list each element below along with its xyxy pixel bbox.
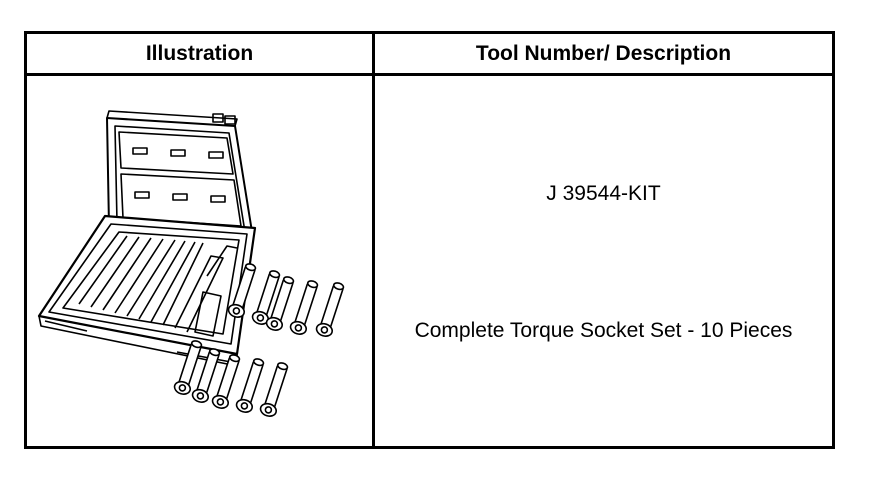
column-divider — [372, 34, 375, 446]
description-cell: J 39544-KIT Complete Torque Socket Set -… — [375, 76, 832, 446]
header-illustration: Illustration — [145, 41, 254, 65]
torque-socket-set-case-icon — [37, 110, 345, 417]
header-tool-number-description: Tool Number/ Description — [475, 41, 732, 65]
tool-number: J 39544-KIT — [546, 182, 661, 205]
tool-table: Illustration Tool Number/ Description — [24, 31, 835, 449]
tool-description: Complete Torque Socket Set - 10 Pieces — [414, 319, 793, 342]
illustration-cell — [27, 76, 372, 446]
header-divider — [27, 73, 832, 76]
